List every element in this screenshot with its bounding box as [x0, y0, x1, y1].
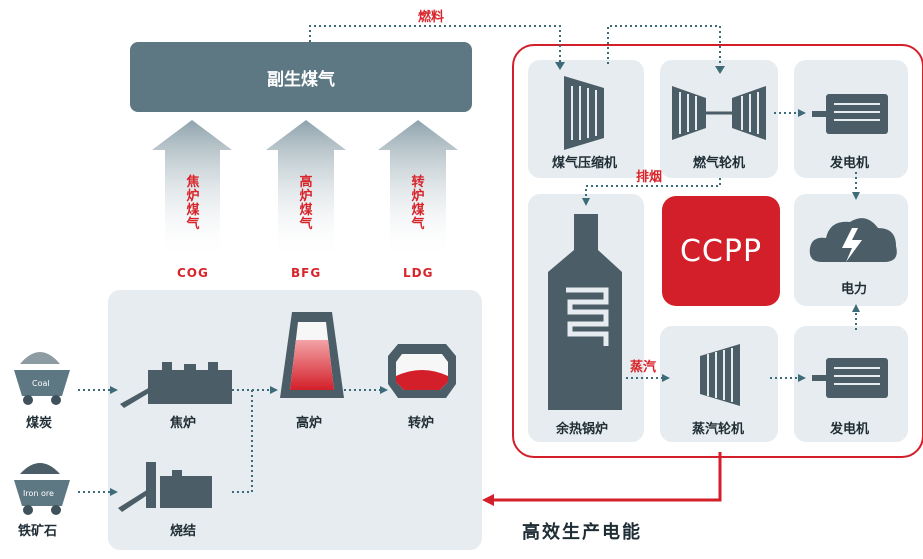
sinter-to-bf-line	[232, 390, 253, 493]
fuel-line-turbine	[607, 25, 721, 66]
ldg-code: LDG	[403, 266, 434, 280]
gas-arrow-cog	[152, 120, 232, 260]
ccpp-title: CCPP	[679, 233, 763, 269]
exhaust-label: 排烟	[636, 170, 663, 185]
power-return-arrow	[492, 452, 722, 502]
cog-code: COG	[177, 266, 209, 280]
converter-label: 转炉	[408, 416, 435, 431]
fuel-label: 燃料	[418, 10, 445, 25]
fuel-arrowhead	[555, 62, 565, 70]
bfg-code: BFG	[291, 266, 322, 280]
coke-oven-label: 焦炉	[170, 416, 197, 431]
generator-top-label: 发电机	[830, 156, 870, 171]
generator-bottom-label: 发电机	[830, 422, 870, 437]
gas-arrow-bfg	[266, 120, 346, 260]
ore-cart-icon	[14, 463, 70, 515]
ore-cart-text: Iron ore	[23, 489, 54, 498]
electricity-cloud-icon	[809, 218, 897, 262]
generator-bottom-icon	[812, 358, 888, 398]
steam-label: 蒸汽	[630, 360, 657, 375]
coal-cart-icon	[14, 352, 70, 405]
coke-oven-icon	[120, 362, 232, 408]
generator-top-icon	[812, 94, 888, 134]
gas-turbine-icon	[672, 86, 766, 140]
gas-arrow-ldg	[378, 120, 458, 260]
steam-turbine-icon	[700, 344, 740, 406]
cog-gas-name: 焦炉煤气	[186, 175, 200, 232]
coal-label: 煤炭	[26, 416, 53, 431]
boiler-label: 余热锅炉	[556, 422, 609, 437]
byproduct-gas-box: 副生煤气	[130, 42, 472, 112]
blast-furnace-icon	[280, 312, 344, 398]
ldg-gas-name: 转炉煤气	[411, 175, 425, 232]
fuel-arrowhead-turbine	[715, 66, 725, 74]
byproduct-gas-label: 副生煤气	[267, 69, 335, 90]
iron-ore-label: 铁矿石	[18, 524, 58, 539]
result-label: 高效生产电能	[522, 522, 642, 543]
sinter-icon	[118, 462, 212, 512]
coal-cart-text: Coal	[32, 379, 50, 388]
gas-turbine-label: 燃气轮机	[693, 156, 746, 171]
ccpp-block: CCPP	[662, 196, 780, 306]
blast-furnace-label: 高炉	[296, 416, 323, 431]
fuel-line	[309, 25, 561, 62]
steam-turbine-label: 蒸汽轮机	[692, 422, 745, 437]
electricity-label: 电力	[841, 282, 868, 297]
converter-icon	[388, 344, 456, 398]
compressor-icon	[564, 76, 604, 150]
exhaust-line	[585, 178, 721, 198]
boiler-icon	[548, 214, 622, 410]
compressor-label: 煤气压缩机	[552, 156, 618, 171]
bfg-gas-name: 高炉煤气	[299, 175, 313, 232]
sinter-label: 烧结	[170, 524, 197, 539]
